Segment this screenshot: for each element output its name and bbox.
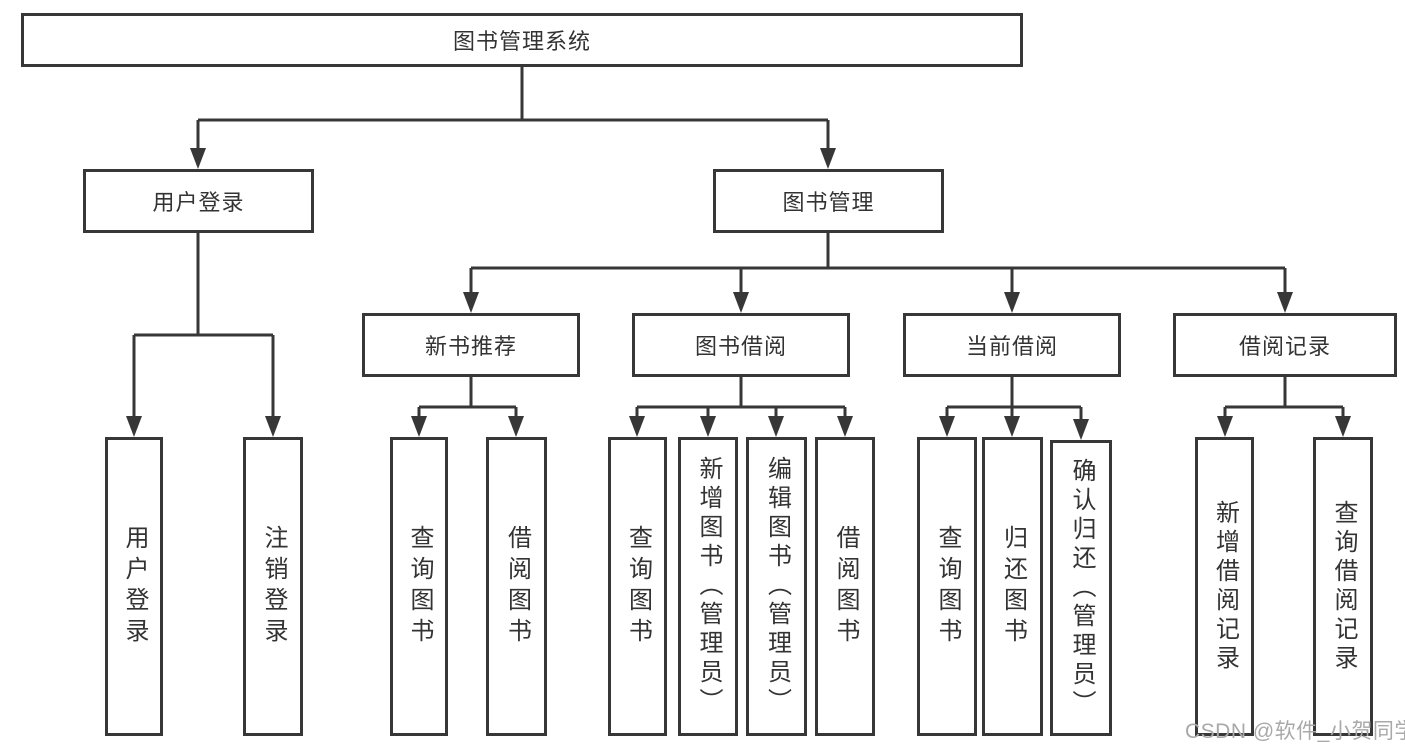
node-label: 确认归还（管理员） [1068, 457, 1095, 719]
arrow-down-icon [700, 416, 716, 437]
node-label: 用户登录 [121, 524, 148, 649]
node-leaf-borrow-books-2: 借阅图书 [815, 437, 875, 736]
node-leaf-confirm-return-admin: 确认归还（管理员） [1050, 440, 1112, 736]
node-label: 借阅图书 [832, 524, 859, 649]
node-leaf-query-borrow-record: 查询借阅记录 [1313, 437, 1373, 736]
node-new-book-recommend: 新书推荐 [362, 313, 580, 377]
arrow-down-icon [820, 148, 836, 169]
node-label: 用户登录 [152, 190, 245, 215]
arrow-down-icon [1004, 416, 1020, 437]
node-current-borrow: 当前借阅 [903, 313, 1121, 377]
arrow-down-icon [1217, 416, 1233, 437]
node-label: 图书管理 [782, 190, 875, 215]
node-book-borrow: 图书借阅 [632, 313, 850, 377]
node-label: 借阅图书 [503, 524, 531, 649]
node-label: 编辑图书（管理员） [763, 456, 791, 717]
node-label: 查询借阅记录 [1330, 499, 1357, 674]
node-label: 图书借阅 [694, 334, 787, 359]
arrow-down-icon [190, 148, 206, 169]
node-label: 注销登录 [260, 524, 287, 649]
node-root-library-system: 图书管理系统 [21, 13, 1023, 67]
arrow-down-icon [939, 416, 955, 437]
node-label: 借阅记录 [1238, 334, 1331, 359]
node-leaf-logout: 注销登录 [243, 437, 303, 736]
node-leaf-return-books: 归还图书 [982, 437, 1043, 736]
arrow-down-icon [1004, 292, 1020, 313]
node-book-management-branch: 图书管理 [713, 169, 944, 233]
node-leaf-user-login: 用户登录 [105, 437, 163, 736]
node-label: 新书推荐 [424, 334, 517, 359]
node-label: 查询图书 [406, 524, 433, 649]
arrow-down-icon [1277, 292, 1293, 313]
arrow-down-icon [768, 416, 784, 437]
csdn-watermark: CSDN @软件_小贺同学 [1185, 720, 1405, 743]
node-leaf-query-books-3: 查询图书 [917, 437, 977, 736]
node-label: 查询图书 [934, 524, 961, 649]
arrow-down-icon [1073, 419, 1089, 440]
node-user-login-branch: 用户登录 [83, 169, 314, 233]
arrow-down-icon [265, 416, 281, 437]
arrow-down-icon [126, 416, 142, 437]
node-label: 图书管理系统 [452, 29, 591, 54]
node-leaf-query-books-1: 查询图书 [390, 437, 448, 736]
node-leaf-add-borrow-record: 新增借阅记录 [1195, 437, 1254, 736]
node-label: 当前借阅 [965, 334, 1058, 359]
arrow-down-icon [411, 416, 427, 437]
arrow-down-icon [733, 292, 749, 313]
node-label: 查询图书 [624, 524, 652, 649]
arrow-down-icon [629, 416, 645, 437]
arrow-down-icon [837, 416, 853, 437]
node-label: 新增借阅记录 [1211, 499, 1239, 674]
arrow-down-icon [463, 292, 479, 313]
node-label: 新增图书（管理员） [695, 456, 722, 717]
node-leaf-edit-books-admin: 编辑图书（管理员） [746, 437, 807, 736]
node-label: 归还图书 [999, 524, 1027, 649]
node-leaf-borrow-books-1: 借阅图书 [486, 437, 547, 736]
node-borrow-records: 借阅记录 [1173, 313, 1397, 377]
node-leaf-query-books-2: 查询图书 [608, 437, 667, 736]
node-leaf-add-books-admin: 新增图书（管理员） [678, 437, 738, 736]
arrow-down-icon [1335, 416, 1351, 437]
arrow-down-icon [508, 416, 524, 437]
